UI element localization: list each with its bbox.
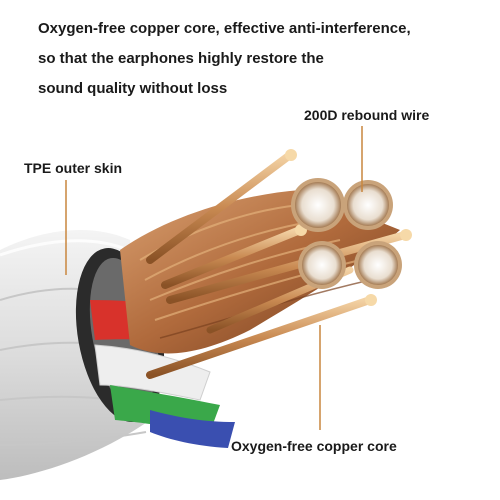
headline-line-2: so that the earphones highly restore the <box>38 50 324 67</box>
copper-core-label: Oxygen-free copper core <box>231 438 397 454</box>
strand-end-faces <box>291 178 402 289</box>
rebound-rods <box>146 149 412 379</box>
headline-line-3: sound quality without loss <box>38 80 228 97</box>
outer-skin-label: TPE outer skin <box>24 160 123 176</box>
leader-lines <box>65 126 363 430</box>
headline-line-1: Oxygen-free copper core, effective anti-… <box>38 20 411 37</box>
blue-wire <box>150 410 235 448</box>
rebound-wire-label: 200D rebound wire <box>304 107 430 123</box>
headline: Oxygen-free copper core, effective anti-… <box>38 14 411 104</box>
